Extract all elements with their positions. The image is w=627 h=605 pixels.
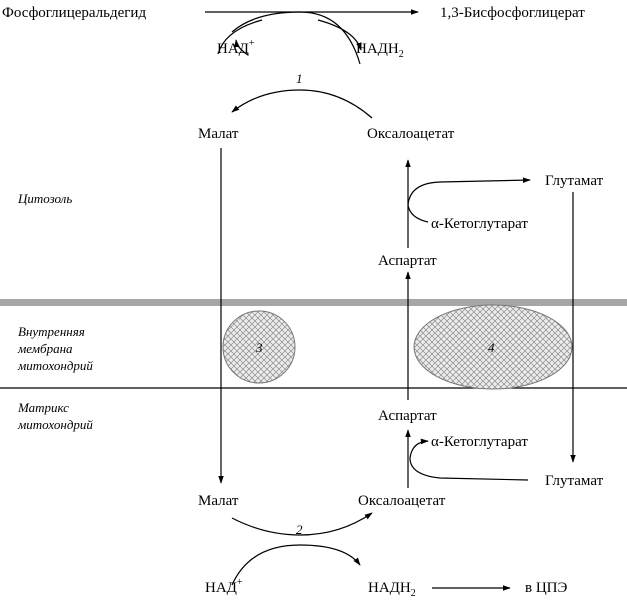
label-pga: Фосфоглицеральдегид — [2, 5, 146, 21]
label-oaa-matrix: Оксалоацетат — [358, 493, 446, 509]
label-enzyme-2: 2 — [296, 522, 303, 537]
label-nadh-top: НАДН2 — [356, 41, 404, 60]
label-cytosol: Цитозоль — [17, 191, 72, 206]
label-transporter-3: 3 — [255, 340, 263, 355]
label-enzyme-1: 1 — [296, 71, 303, 86]
akg-to-glutamate-cyt-arrow — [407, 177, 531, 223]
transporter-3-circle — [222, 310, 296, 384]
label-matrix-line1: Матрикс — [17, 400, 69, 415]
nad-reduction-arc-bottom — [231, 544, 361, 586]
glutamate-to-akg-mat-arrow — [409, 438, 529, 481]
nad-reduction-arc-top — [231, 11, 361, 65]
label-glutamate-cytosol: Глутамат — [545, 173, 604, 189]
label-aspartate-cytosol: Аспартат — [378, 253, 437, 269]
label-matrix-line2: митохондрий — [17, 417, 93, 432]
label-nad-bottom: НАД+ — [205, 577, 243, 596]
label-transporter-4: 4 — [488, 340, 495, 355]
label-malate-cytosol: Малат — [198, 126, 239, 142]
label-etc: в ЦПЭ — [525, 580, 567, 596]
nadh-arc-out — [317, 19, 362, 51]
malate-to-oaa-arc — [231, 512, 373, 536]
label-nadh-bottom: НАДН2 — [368, 580, 416, 599]
transporter-4-ellipse — [413, 304, 573, 390]
label-glutamate-matrix: Глутамат — [545, 473, 604, 489]
label-akg-matrix: α-Кетоглутарат — [431, 434, 528, 450]
label-oaa-cytosol: Оксалоацетат — [367, 126, 455, 142]
label-bpg: 1,3-Бисфосфоглицерат — [440, 5, 585, 21]
label-akg-cytosol: α-Кетоглутарат — [431, 216, 528, 232]
label-membrane-line3: митохондрий — [17, 358, 93, 373]
label-nad-top: НАД+ — [217, 38, 255, 57]
label-membrane-line2: мембрана — [17, 341, 73, 356]
nadh-arc-in — [217, 19, 263, 55]
label-membrane-line1: Внутренняя — [18, 324, 85, 339]
label-malate-matrix: Малат — [198, 493, 239, 509]
oaa-to-malate-arc — [231, 89, 373, 119]
label-aspartate-matrix: Аспартат — [378, 408, 437, 424]
nad-arc-left-head — [234, 39, 249, 56]
outer-membrane-band — [0, 299, 627, 306]
